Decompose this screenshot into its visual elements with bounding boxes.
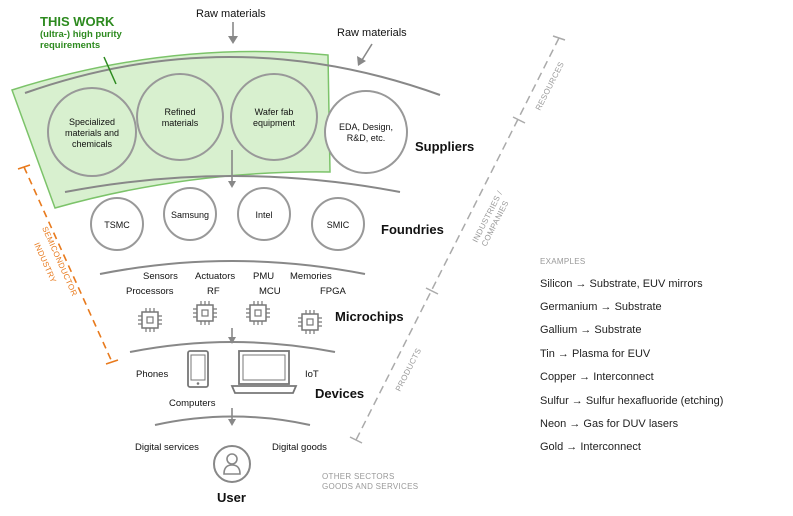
user-digital-services: Digital services (135, 442, 199, 453)
svg-text:chemicals: chemicals (72, 139, 113, 149)
foundries-title: Foundries (381, 222, 444, 237)
user-icon (213, 445, 251, 483)
example-item: Tin → Plasma for EUV (540, 348, 651, 360)
device-phones: Phones (136, 369, 168, 380)
foundry-samsung: Samsung (163, 187, 217, 241)
chip-fpga: FPGA (320, 286, 347, 297)
microchips-bottom-arc (129, 341, 336, 353)
side-axis-tick (349, 436, 363, 444)
semiconductor-axis-tick (105, 359, 119, 365)
phone-icon (187, 350, 209, 388)
arrowhead-microchips-devices (228, 337, 236, 344)
foundry-tsmc: TSMC (90, 197, 144, 251)
example-item: Copper → Interconnect (540, 371, 654, 383)
example-item: Silicon → Substrate, EUV mirrors (540, 278, 703, 290)
arrowhead-suppliers-foundries (228, 181, 236, 188)
raw-materials-top-label: Raw materials (196, 8, 266, 20)
suppliers-title: Suppliers (415, 139, 474, 154)
svg-text:equipment: equipment (253, 118, 296, 128)
user-digital-goods: Digital goods (272, 442, 327, 453)
supplier-wafer-fab-equipment: Wafer fab equipment (230, 73, 318, 161)
chip-memories: Memories (290, 271, 332, 282)
chip-icon (298, 310, 322, 334)
chip-pmu: PMU (253, 271, 274, 282)
chip-rf: RF (207, 286, 220, 297)
svg-text:Refined: Refined (164, 107, 195, 117)
raw-materials-side-arrow (361, 43, 373, 61)
suppliers-top-arc (24, 56, 441, 96)
supplier-eda-design: EDA, Design, R&D, etc. (324, 90, 408, 174)
side-axis-line (355, 37, 560, 441)
chip-processors: Processors (126, 286, 174, 297)
svg-text:TSMC: TSMC (104, 220, 130, 230)
examples-heading: EXAMPLES (540, 257, 586, 266)
devices-title: Devices (315, 386, 364, 401)
this-work-subtitle-2: requirements (40, 40, 100, 51)
foundry-intel: Intel (237, 187, 291, 241)
example-item: Gallium → Substrate (540, 324, 641, 336)
axis-label-resources: RESOURCES (534, 60, 566, 112)
svg-text:Intel: Intel (255, 210, 272, 220)
side-axis-tick (425, 287, 439, 295)
device-computers: Computers (169, 398, 216, 409)
microchips-title: Microchips (335, 309, 404, 324)
svg-text:materials and: materials and (65, 128, 119, 138)
axis-label-products: PRODUCTS (394, 347, 423, 393)
supplier-specialized-materials: Specialized materials and chemicals (47, 87, 137, 177)
semiconductor-axis-tick (17, 164, 31, 170)
svg-text:R&D, etc.: R&D, etc. (347, 133, 386, 143)
footer-line-2: GOODS AND SERVICES (322, 482, 418, 491)
foundries-bottom-arc (99, 260, 366, 275)
this-work-pointer (103, 56, 117, 85)
svg-text:Wafer fab: Wafer fab (255, 107, 294, 117)
svg-text:Specialized: Specialized (69, 117, 115, 127)
laptop-icon (230, 350, 298, 394)
svg-text:SMIC: SMIC (327, 220, 350, 230)
raw-materials-top-arrowhead (228, 36, 238, 44)
this-work-title: THIS WORK (40, 14, 115, 29)
chip-sensors: Sensors (143, 271, 178, 282)
example-item: Gold → Interconnect (540, 441, 641, 453)
foundry-smic: SMIC (311, 197, 365, 251)
svg-text:materials: materials (162, 118, 199, 128)
chip-icon (138, 308, 162, 332)
user-title: User (217, 490, 246, 505)
chip-actuators: Actuators (195, 271, 235, 282)
chip-icon (193, 301, 217, 325)
svg-text:Samsung: Samsung (171, 210, 209, 220)
side-axis-tick (512, 116, 526, 124)
raw-materials-side-arrowhead (357, 56, 366, 66)
example-item: Neon → Gas for DUV lasers (540, 418, 679, 430)
arrowhead-devices-user (228, 419, 236, 426)
this-work-subtitle-1: (ultra-) high purity (40, 29, 123, 40)
example-item: Sulfur → Sulfur hexafluoride (etching) (540, 395, 723, 407)
device-iot: IoT (305, 369, 319, 380)
side-axis-tick (552, 35, 566, 41)
raw-materials-side-label: Raw materials (337, 27, 407, 39)
footer-line-1: OTHER SECTORS (322, 472, 395, 481)
supplier-refined-materials: Refined materials (136, 73, 224, 161)
chip-icon (246, 301, 270, 325)
example-item: Germanium → Substrate (540, 301, 662, 313)
chip-mcu: MCU (259, 286, 281, 297)
svg-text:EDA, Design,: EDA, Design, (339, 122, 393, 132)
